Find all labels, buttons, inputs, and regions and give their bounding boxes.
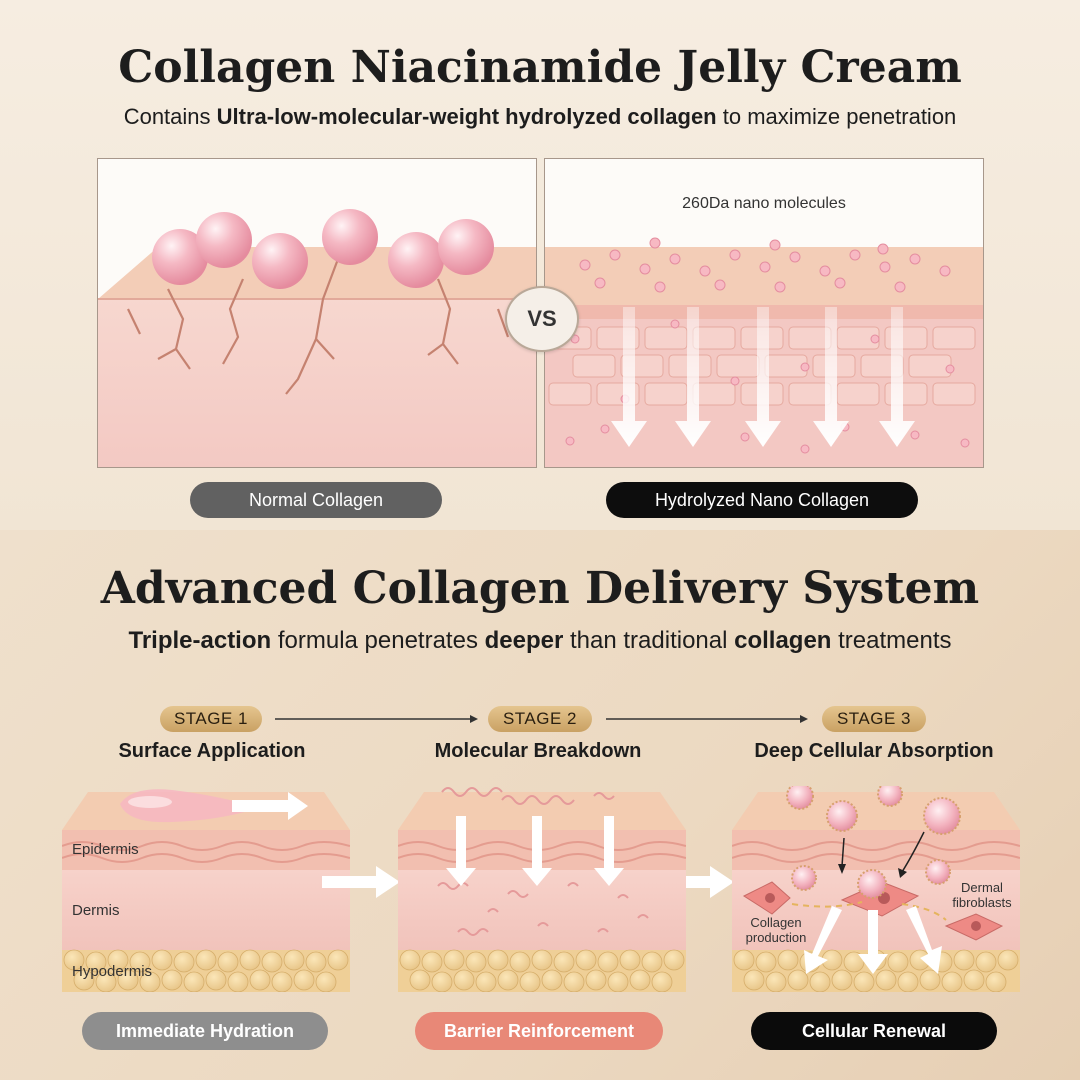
absorption-arrow	[906, 906, 942, 974]
normal-collagen-pill: Normal Collagen	[190, 482, 442, 518]
delivery-system-title: Advanced Collagen Delivery System	[100, 563, 980, 614]
hydrolyzed-collagen-pill: Hydrolyzed Nano Collagen	[606, 482, 918, 518]
collagen-fragments	[437, 787, 649, 936]
stage-3-badge: STAGE 3	[822, 706, 926, 732]
collagen-ball	[152, 229, 208, 285]
cellular-renewal-pill: Cellular Renewal	[751, 1012, 997, 1050]
dermal-fibroblasts-label: Dermal fibroblasts	[952, 880, 1012, 910]
collagen-ball	[252, 233, 308, 289]
product-title: Collagen Niacinamide Jelly Cream	[118, 42, 962, 93]
collagen-ball	[196, 212, 252, 268]
down-arrow	[446, 816, 476, 886]
liposome	[786, 786, 814, 810]
delivery-system-subtitle: Triple-action formula penetrates deeper …	[128, 627, 952, 654]
absorption-arrow	[858, 910, 888, 974]
liposome	[925, 859, 951, 885]
penetration-arrow	[745, 307, 781, 447]
dermis-label: Dermis	[72, 902, 120, 919]
penetration-arrow	[879, 307, 915, 447]
product-subtitle: Contains Ultra-low-molecular-weight hydr…	[123, 104, 957, 129]
stage-1-badge: STAGE 1	[160, 706, 262, 732]
epidermis-label: Epidermis	[72, 841, 139, 858]
collagen-ball	[322, 209, 378, 265]
liposome	[791, 865, 817, 891]
stage-3-skin-diagram	[732, 786, 1020, 992]
penetration-arrow	[813, 307, 849, 447]
stage-2-title: Molecular Breakdown	[434, 740, 642, 762]
collagen-ball	[388, 232, 444, 288]
immediate-hydration-pill: Immediate Hydration	[82, 1012, 328, 1050]
hydrolyzed-collagen-panel: 260Da nano molecules	[544, 158, 984, 468]
liposome	[877, 786, 903, 807]
normal-collagen-panel	[97, 158, 537, 468]
stage-3-title: Deep Cellular Absorption	[754, 740, 994, 762]
down-arrow	[594, 816, 624, 886]
skin-connector-arrow-1	[322, 866, 400, 898]
liposome	[826, 800, 858, 832]
hydrolyzed-collagen-illustration	[545, 159, 983, 467]
liposome	[923, 797, 961, 835]
stage-connector-arrows	[275, 715, 808, 723]
liposome	[857, 869, 887, 899]
absorption-arrow	[804, 906, 842, 974]
nano-molecules-label: 260Da nano molecules	[682, 195, 846, 212]
penetration-arrow	[675, 307, 711, 447]
vs-badge: VS	[505, 286, 579, 352]
spread-arrow	[232, 792, 308, 820]
skin-connector-arrow-2	[656, 866, 734, 898]
stage-1-title: Surface Application	[118, 740, 306, 762]
collagen-ball	[438, 219, 494, 275]
stage-2-skin-diagram	[398, 787, 686, 992]
penetration-arrow	[611, 307, 647, 447]
collagen-production-label: Collagen production	[745, 915, 807, 945]
hypodermis-label: Hypodermis	[72, 963, 153, 980]
normal-collagen-illustration	[98, 159, 536, 467]
stage-1-skin-diagram	[62, 789, 350, 992]
down-arrow	[522, 816, 552, 886]
stage-2-badge: STAGE 2	[488, 706, 592, 732]
barrier-reinforcement-pill: Barrier Reinforcement	[415, 1012, 663, 1050]
